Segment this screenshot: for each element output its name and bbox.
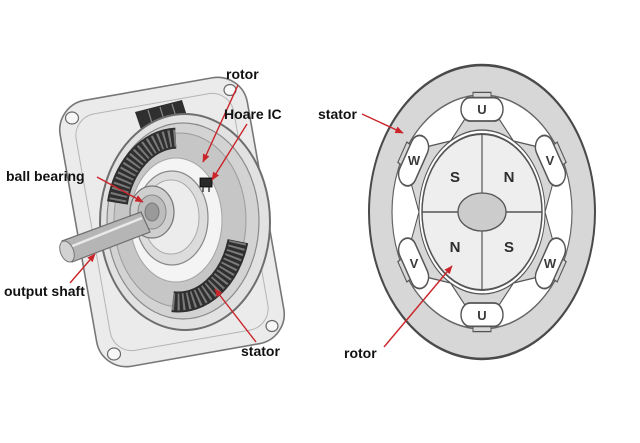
- leader-rotor-left: [202, 84, 239, 163]
- label-stator-left: stator: [241, 343, 280, 359]
- label-rotor-right: rotor: [344, 345, 377, 361]
- label-rotor-left: rotor: [226, 66, 259, 82]
- bolt-hole: [106, 347, 122, 361]
- bolt-hole: [265, 319, 279, 333]
- stator-pole-upper-left: [397, 134, 451, 213]
- output-shaft: [59, 211, 151, 263]
- rotor-pole-ne: N: [504, 169, 515, 186]
- label-hoare-ic: Hoare IC: [224, 106, 282, 122]
- stator-pole-bottom: [450, 282, 514, 333]
- label-ball-bearing: ball bearing: [6, 168, 85, 184]
- leader-stator-right: [361, 113, 404, 134]
- coil-label-bottom: U: [477, 308, 486, 323]
- coil-label-lower-left: V: [410, 256, 419, 271]
- coil-label-top: U: [477, 102, 486, 117]
- rotor-pole-nw: S: [450, 169, 460, 186]
- rotor-shaft: [457, 192, 507, 232]
- coil-label-upper-right: V: [546, 153, 555, 168]
- hall-ic-chip: [199, 177, 213, 192]
- bolt-hole: [64, 111, 80, 125]
- rotor-pole-sw: N: [450, 239, 461, 256]
- motor-cross-section-view: U V W U V W S N N S: [368, 63, 596, 361]
- leader-lines: [69, 84, 453, 348]
- coil-label-lower-right: W: [544, 256, 557, 271]
- label-output-shaft: output shaft: [4, 283, 85, 299]
- leader-hoare-ic: [211, 123, 248, 181]
- motor-cutaway-view: [58, 76, 286, 368]
- stator-pole-lower-right: [513, 211, 567, 290]
- rotor-pole-se: S: [504, 239, 514, 256]
- leader-output-shaft: [69, 253, 96, 284]
- stator-pole-upper-right: [513, 134, 567, 213]
- stator-pole-top: [450, 91, 514, 142]
- label-stator-right: stator: [318, 106, 357, 122]
- coil-label-upper-left: W: [408, 153, 421, 168]
- leader-ball-bearing: [96, 176, 144, 203]
- leader-stator-left: [214, 288, 257, 343]
- leader-rotor-right: [383, 265, 453, 348]
- stator-pole-lower-left: [397, 211, 451, 290]
